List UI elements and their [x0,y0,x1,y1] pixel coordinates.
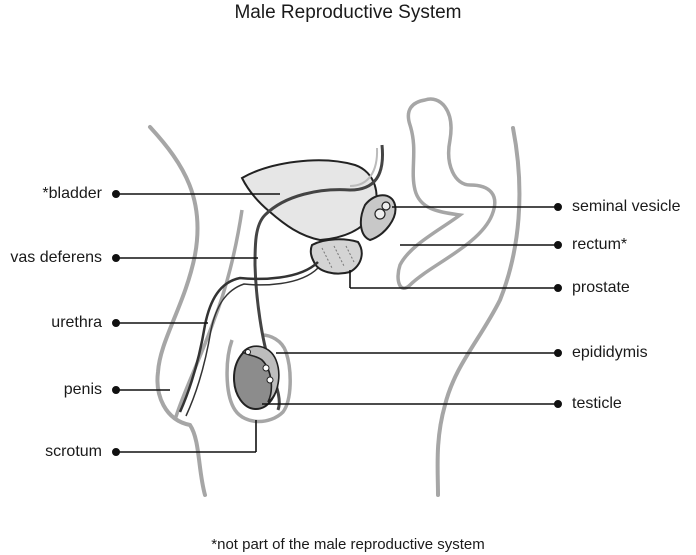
urethra-channel-inner [185,267,319,417]
body-outline-back [435,126,522,497]
epididymis-shape [241,345,280,403]
epididymis-coil [266,376,274,384]
leader-dot-rectum [553,241,562,250]
label-testicle: testicle [572,395,622,412]
leader-dot-vas-deferens [112,254,121,263]
label-scrotum: scrotum [45,443,102,460]
bladder-shape [240,159,378,242]
scrotum-outline [225,333,292,424]
label-penis: penis [63,381,102,398]
leader-dot-testicle [553,399,562,408]
seminal-vesicle-lobe [374,208,386,220]
body-outline-front [148,125,207,497]
footnote: *not part of the male reproductive syste… [211,536,485,553]
label-urethra: urethra [51,314,102,331]
leader-dot-epididymis [553,348,562,357]
seminal-vesicle-lobe [381,201,391,211]
leader-dot-penis [112,385,121,394]
label-bladder: *bladder [42,185,102,202]
leader-dot-prostate [553,283,562,292]
leader-dot-seminal-vesicle [553,203,562,212]
epididymis-coil [262,364,270,372]
label-seminal-vesicle: seminal vesicle [572,198,681,215]
prostate-texture [321,245,355,269]
diagram-title: Male Reproductive System [234,2,462,23]
leader-dot-urethra [112,318,121,327]
label-prostate: prostate [572,279,630,296]
urethra-channel [178,261,319,413]
label-rectum: rectum* [572,236,628,253]
rectum-outline [396,97,497,290]
leader-dot-bladder [112,190,121,199]
vas-deferens-tube-inner [349,147,379,187]
label-epididymis: epididymis [572,344,648,361]
label-vas-deferens: vas deferens [10,249,102,266]
leader-dot-scrotum [112,447,121,456]
epididymis-coil [245,349,251,355]
